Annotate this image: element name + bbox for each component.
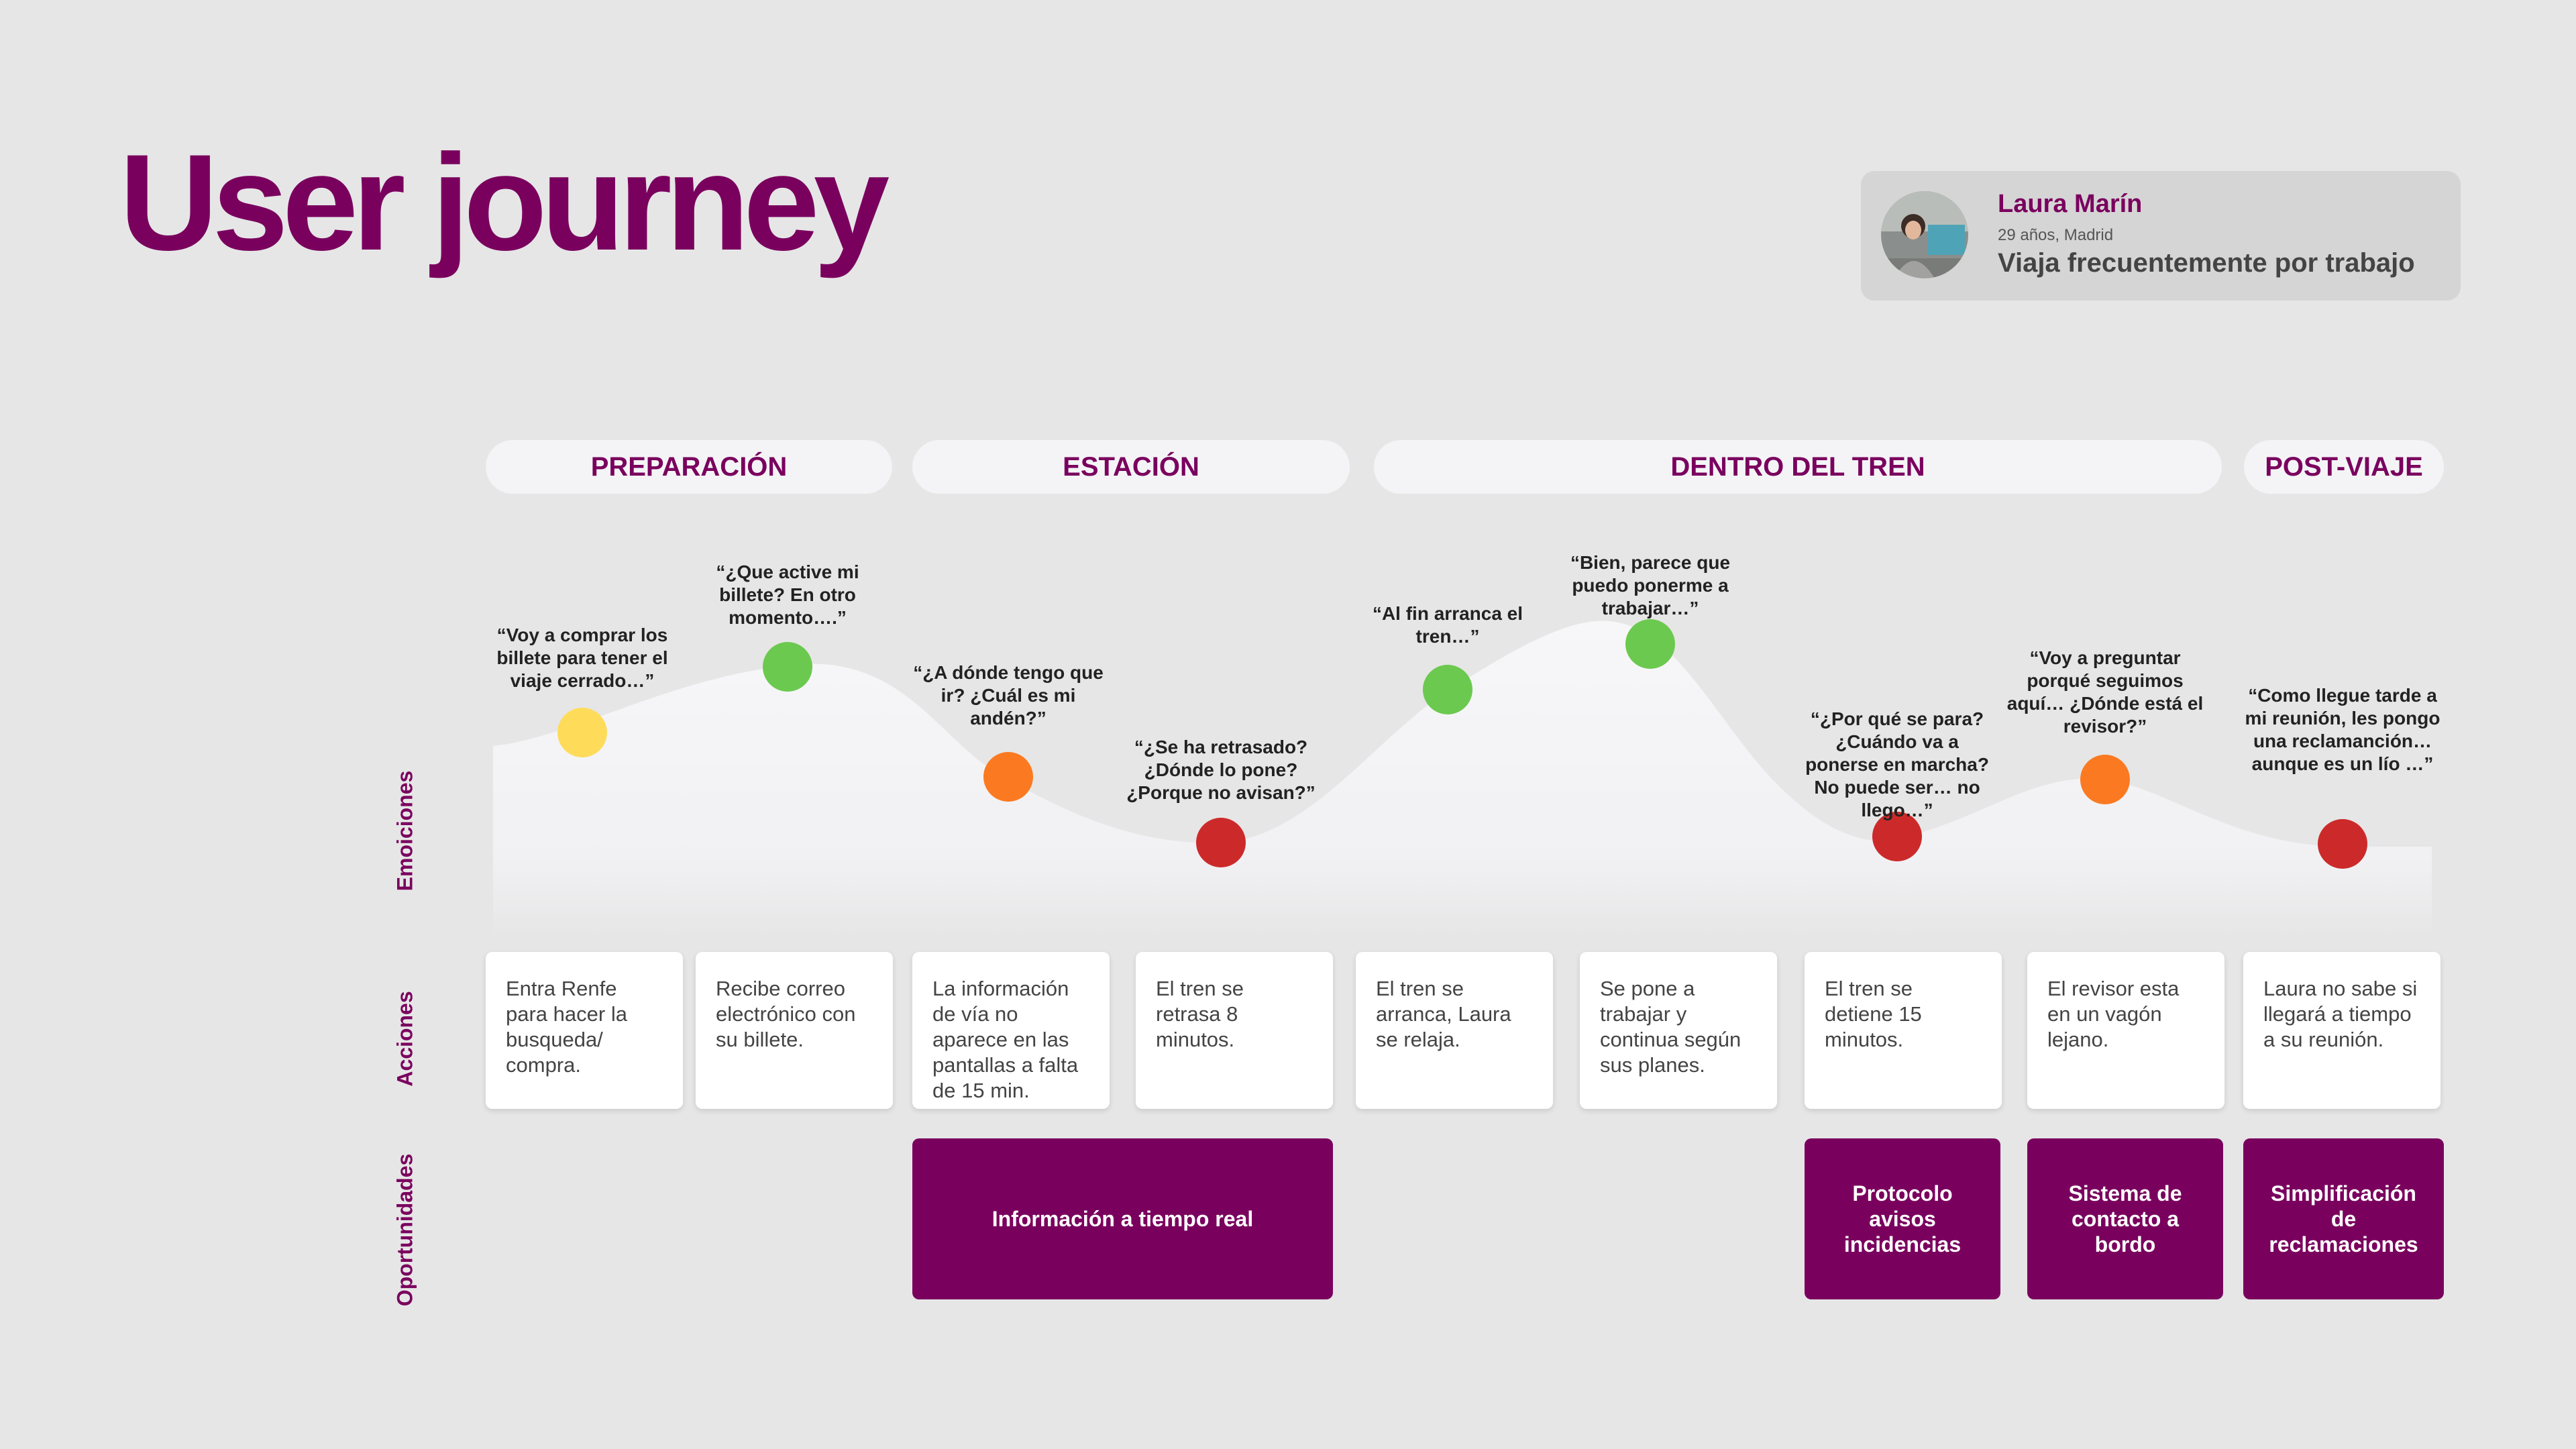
emotion-dot-positive <box>1625 619 1675 669</box>
action-card: El revisor esta en un vagón lejano. <box>2027 952 2224 1109</box>
phase-preparacion: PREPARACIÓN <box>486 440 892 494</box>
emotion-quote: “Bien, parece que puedo ponerme a trabaj… <box>1570 552 1731 619</box>
opportunity-card: Sistema de contacto a bordo <box>2027 1138 2223 1299</box>
emotion-dot-negative <box>1196 818 1246 867</box>
phase-estacion: ESTACIÓN <box>912 440 1350 494</box>
emotion-quote: “Al fin arranca el tren…” <box>1372 603 1523 647</box>
emotion-quote: “Voy a preguntar porqué seguimos aquí… ¿… <box>2006 647 2204 737</box>
opportunity-card: Simplificación de reclamaciones <box>2243 1138 2444 1299</box>
phase-dentro-del-tren: DENTRO DEL TREN <box>1374 440 2222 494</box>
action-card: Se pone a trabajar y continua según sus … <box>1580 952 1777 1109</box>
opportunity-card: Información a tiempo real <box>912 1138 1333 1299</box>
action-card: El tren se arranca, Laura se relaja. <box>1356 952 1553 1109</box>
persona-name: Laura Marín <box>1998 190 2143 218</box>
phase-post-viaje: POST-VIAJE <box>2244 440 2444 494</box>
emotion-curve-area <box>493 621 2432 939</box>
action-card: La información de vía no aparece en las … <box>912 952 1110 1109</box>
emotion-quote: “¿Por qué se para? ¿Cuándo va a ponerse … <box>1805 708 1989 820</box>
emotion-dot-negative <box>1872 812 1922 861</box>
action-card: Recibe correo electrónico con su billete… <box>696 952 893 1109</box>
emotion-quote: “¿Se ha retrasado? ¿Dónde lo pone? ¿Porq… <box>1126 737 1316 803</box>
action-card: Entra Renfe para hacer la busqueda/ comp… <box>486 952 683 1109</box>
persona-card: Laura Marín 29 años, Madrid Viaja frecue… <box>1861 171 2461 301</box>
emotion-quote: “¿Que active mi billete? En otro momento… <box>716 561 859 628</box>
page-title: User journey <box>119 126 890 279</box>
action-card: Laura no sabe si llegará a tiempo a su r… <box>2243 952 2440 1109</box>
emotion-dot-concerned <box>983 752 1033 802</box>
emotion-dot-negative <box>2318 819 2367 869</box>
emotion-dot-positive <box>1423 665 1472 714</box>
emotion-dot-neutral <box>557 708 607 757</box>
persona-age-city: 29 años, Madrid <box>1998 226 2114 244</box>
emotion-dot-positive <box>763 642 812 692</box>
action-card: El tren se retrasa 8 minutos. <box>1136 952 1333 1109</box>
emotion-quote: “Como llegue tarde a mi reunión, les pon… <box>2245 685 2440 774</box>
persona-description: Viaja frecuentemente por trabajo <box>1998 248 2415 278</box>
action-card: El tren se detiene 15 minutos. <box>1805 952 2002 1109</box>
emotion-quote: “¿A dónde tengo que ir? ¿Cuál es mi andé… <box>913 662 1104 729</box>
emotion-quote: “Voy a comprar los billete para tener el… <box>496 625 668 691</box>
emotion-dot-concerned <box>2080 755 2130 804</box>
opportunity-card: Protocolo avisos incidencias <box>1805 1138 2000 1299</box>
